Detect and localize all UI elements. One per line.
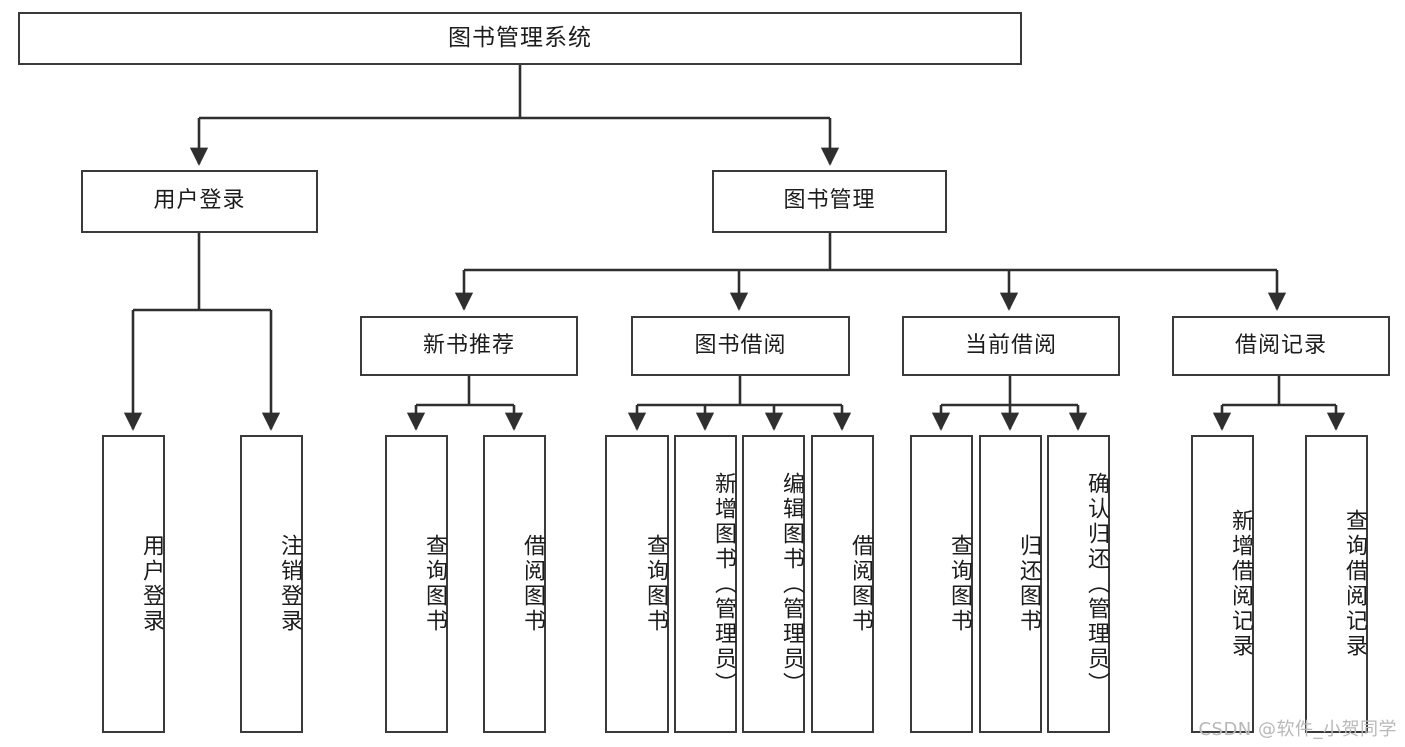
node-label: 归还图书 xyxy=(1016,534,1041,634)
node-leaf-query-book-current[interactable]: 查询图书 xyxy=(910,435,973,733)
node-leaf-add-borrow-record[interactable]: 新增借阅记录 xyxy=(1191,435,1254,733)
node-book-management[interactable]: 图书管理 xyxy=(712,170,947,233)
node-label: 用户登录 xyxy=(139,534,164,634)
node-leaf-logout[interactable]: 注销登录 xyxy=(240,435,303,733)
node-label: 查询图书 xyxy=(422,534,447,634)
node-leaf-edit-book-admin[interactable]: 编辑图书（管理员） xyxy=(742,435,805,733)
node-label: 借阅图书 xyxy=(848,534,873,634)
watermark: CSDN @软件_小贺同学 xyxy=(1198,719,1397,740)
node-new-book-recommendation[interactable]: 新书推荐 xyxy=(360,316,578,376)
node-label: 用户登录 xyxy=(153,188,246,214)
node-label: 当前借阅 xyxy=(964,332,1057,358)
node-label: 查询图书 xyxy=(947,534,972,634)
node-root-book-management-system[interactable]: 图书管理系统 xyxy=(18,12,1022,65)
node-label: 图书管理 xyxy=(783,188,876,214)
node-leaf-query-borrow-record[interactable]: 查询借阅记录 xyxy=(1305,435,1368,733)
node-book-borrowing[interactable]: 图书借阅 xyxy=(631,316,850,376)
node-label: 新增图书（管理员） xyxy=(711,471,736,697)
node-label: 借阅图书 xyxy=(520,534,545,634)
node-label: 新增借阅记录 xyxy=(1228,509,1253,659)
node-leaf-add-book-admin[interactable]: 新增图书（管理员） xyxy=(674,435,737,733)
node-label: 查询借阅记录 xyxy=(1342,509,1367,659)
node-label: 编辑图书（管理员） xyxy=(779,471,804,697)
node-current-borrowing[interactable]: 当前借阅 xyxy=(902,316,1120,376)
node-label: 图书管理系统 xyxy=(448,24,592,51)
node-leaf-borrow-book[interactable]: 借阅图书 xyxy=(811,435,874,733)
node-leaf-confirm-return-admin[interactable]: 确认归还（管理员） xyxy=(1047,435,1110,733)
node-leaf-query-book-borrow[interactable]: 查询图书 xyxy=(605,435,669,733)
node-leaf-query-book-new[interactable]: 查询图书 xyxy=(385,435,448,733)
node-label: 确认归还（管理员） xyxy=(1084,471,1109,697)
node-label: 图书借阅 xyxy=(694,332,787,358)
node-leaf-borrow-book-new[interactable]: 借阅图书 xyxy=(483,435,546,733)
node-borrowing-record[interactable]: 借阅记录 xyxy=(1172,316,1390,376)
node-label: 查询图书 xyxy=(643,534,668,634)
node-leaf-return-book[interactable]: 归还图书 xyxy=(979,435,1042,733)
node-label: 注销登录 xyxy=(277,534,302,634)
node-leaf-user-login[interactable]: 用户登录 xyxy=(102,435,165,733)
node-user-login[interactable]: 用户登录 xyxy=(81,170,318,233)
node-label: 新书推荐 xyxy=(422,332,515,358)
node-label: 借阅记录 xyxy=(1234,332,1327,358)
